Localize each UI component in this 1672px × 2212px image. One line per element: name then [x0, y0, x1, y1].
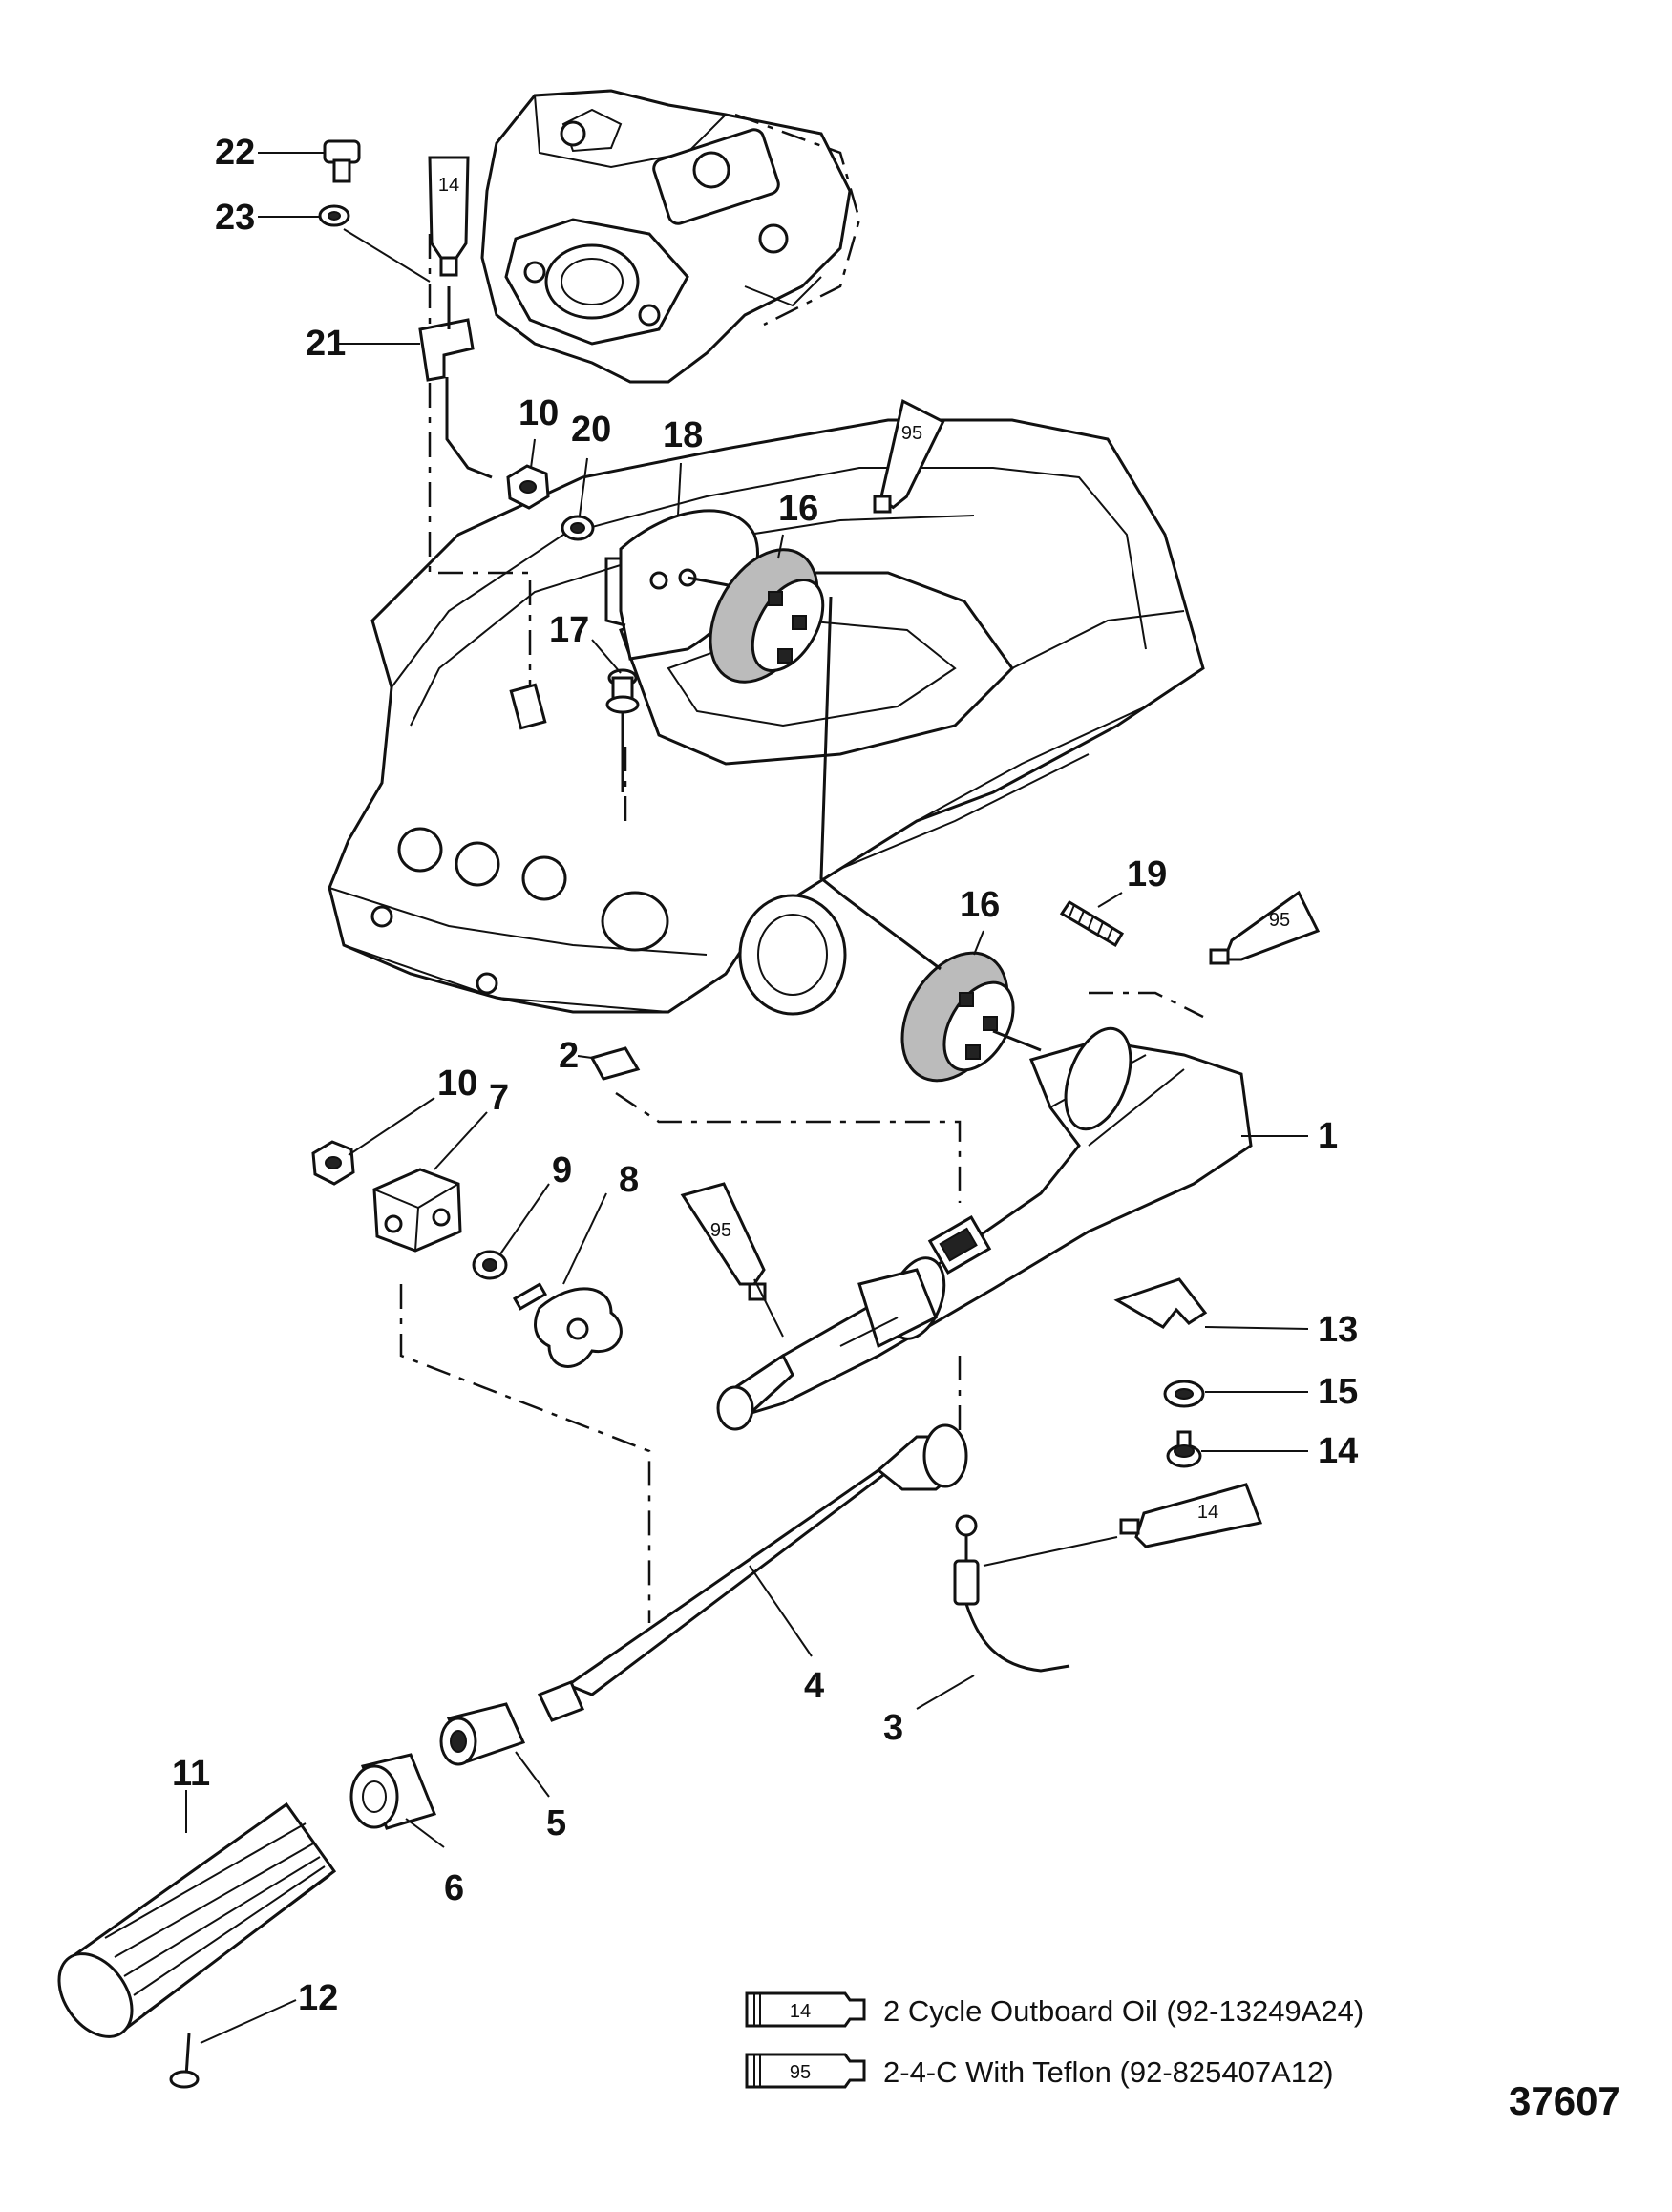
callout-16-lower: 16 [960, 885, 1000, 925]
tube-14-lower: 14 [1119, 1483, 1263, 1548]
callout-13: 13 [1318, 1310, 1358, 1350]
callout-15: 15 [1318, 1372, 1358, 1412]
part-22-screw [323, 139, 361, 183]
part-5-bushing [439, 1702, 526, 1766]
callout-20: 20 [571, 410, 611, 450]
part-23-washer [318, 204, 350, 227]
leader-dash-lines [399, 234, 1204, 1623]
callout-11: 11 [172, 1754, 210, 1794]
part-19-spring [1059, 899, 1125, 948]
part-8-knob [512, 1282, 623, 1368]
part-10-nut-upper [506, 464, 550, 510]
part-3-cable [953, 1514, 1070, 1673]
part-6-sleeve [349, 1753, 437, 1830]
callout-8: 8 [619, 1160, 639, 1200]
part-14-screw [1166, 1430, 1202, 1468]
part-20-washer [561, 515, 595, 541]
part-15-washer [1163, 1380, 1205, 1408]
legend-item-95: 95 2-4-C With Teflon (92-825407A12) [745, 2053, 1334, 2089]
part-11-grip [57, 1801, 337, 2038]
part-9-washer [472, 1250, 508, 1280]
callout-18: 18 [663, 415, 703, 455]
callout-5: 5 [546, 1803, 566, 1843]
legend-item-14: 14 2 Cycle Outboard Oil (92-13249A24) [745, 1991, 1364, 2028]
part-17-pin [605, 668, 640, 792]
callout-labels: 22 23 21 10 20 18 16 17 16 19 2 1 10 7 9… [172, 133, 1358, 2018]
part-2-clip [589, 1046, 641, 1081]
carburetor-illustration [480, 89, 861, 384]
tube-14-top-label: 14 [438, 175, 459, 196]
callout-17: 17 [549, 610, 589, 650]
part-4-shaft [537, 1423, 968, 1722]
part-18-plate [604, 509, 765, 661]
legend-14-text: 2 Cycle Outboard Oil (92-13249A24) [883, 1994, 1364, 2028]
figure-number: 37607 [1509, 2078, 1620, 2123]
callout-10-lower: 10 [437, 1064, 477, 1104]
callout-2: 2 [559, 1036, 579, 1076]
callout-4: 4 [804, 1666, 824, 1706]
tube-95-right-label: 95 [1269, 910, 1290, 931]
part-13-plate [1113, 1277, 1208, 1329]
part-21-bracket [418, 286, 493, 479]
legend: 14 2 Cycle Outboard Oil (92-13249A24) 95… [745, 1991, 1364, 2089]
callout-22: 22 [215, 133, 255, 173]
tube-95-right: 95 [1209, 890, 1321, 965]
legend-95-badge: 95 [790, 2062, 811, 2083]
part-10-nut-lower [311, 1140, 355, 1186]
bottom-cowl-illustration [328, 418, 1205, 1016]
callout-7: 7 [489, 1078, 509, 1118]
callout-6: 6 [444, 1868, 464, 1908]
part-16-gear-upper [709, 548, 846, 899]
callout-12: 12 [298, 1978, 338, 2018]
part-1-tiller-handle [716, 1026, 1253, 1431]
tube-14-top: 14 [428, 156, 470, 277]
callout-14: 14 [1318, 1431, 1358, 1471]
tube-95-middle: 95 [680, 1182, 767, 1301]
part-12-screw [169, 2033, 200, 2089]
tube-14-lower-label: 14 [1197, 1502, 1218, 1523]
tube-95-upper-label: 95 [901, 423, 922, 444]
callout-leader-lines [185, 152, 1309, 2044]
callout-19: 19 [1127, 854, 1167, 895]
part-7-block [372, 1168, 462, 1253]
part-16-gear-lower [844, 895, 1042, 1083]
callout-1: 1 [1318, 1116, 1338, 1156]
callout-21: 21 [306, 324, 346, 364]
callout-3: 3 [883, 1708, 903, 1748]
callout-9: 9 [552, 1150, 572, 1190]
callout-16-upper: 16 [778, 489, 818, 529]
callout-10-upper: 10 [519, 393, 559, 433]
legend-14-badge: 14 [790, 2001, 811, 2022]
tube-95-middle-label: 95 [710, 1220, 731, 1241]
legend-95-text: 2-4-C With Teflon (92-825407A12) [883, 2055, 1334, 2089]
tube-95-upper: 95 [873, 398, 945, 514]
callout-23: 23 [215, 198, 255, 238]
